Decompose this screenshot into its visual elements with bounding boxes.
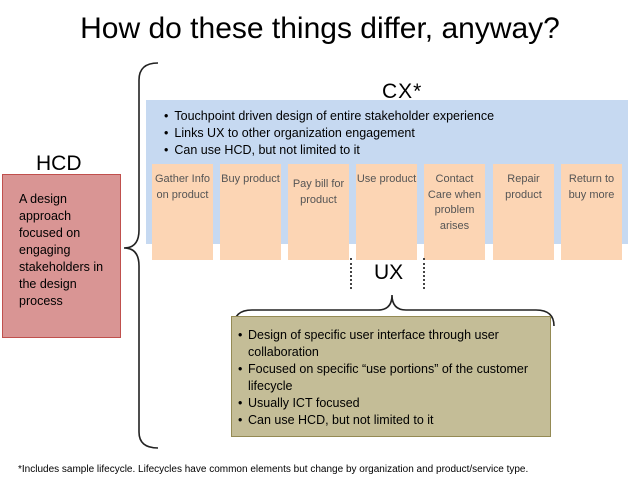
cx-bullet: Links UX to other organization engagemen… [164,125,494,142]
lifecycle-step-pay-bill: Pay bill for product [288,164,349,260]
ux-bullet: Focused on specific “use portions” of th… [238,361,548,395]
lifecycle-step-contact-care: Contact Care when problem arises [424,164,485,260]
ux-label: UX [374,261,404,284]
footnote: *Includes sample lifecycle. Lifecycles h… [18,464,529,475]
lifecycle-step-use: Use product [356,164,417,260]
ux-divider-left [350,258,352,289]
ux-divider-right [423,258,425,289]
lifecycle-step-gather-info: Gather Info on product [152,164,213,260]
cx-label: CX* [382,80,423,103]
cx-bullet: Touchpoint driven design of entire stake… [164,108,494,125]
cx-bullet-list: Touchpoint driven design of entire stake… [164,108,494,159]
hcd-box: A design approach focused on engaging st… [2,174,121,338]
ux-bullet: Usually ICT focused [238,395,548,412]
ux-bullet-list: Design of specific user interface throug… [238,327,548,429]
slide-title: How do these things differ, anyway? [80,12,560,45]
lifecycle-step-return: Return to buy more [561,164,622,260]
hcd-description: A design approach focused on engaging st… [19,192,104,308]
ux-curly-brace [233,294,555,327]
ux-bullet: Design of specific user interface throug… [238,327,548,361]
hcd-label: HCD [36,152,82,175]
left-curly-bracket [123,62,159,449]
ux-box: Design of specific user interface throug… [231,316,551,437]
lifecycle-step-repair: Repair product [493,164,554,260]
lifecycle-step-buy: Buy product [220,164,281,260]
cx-bullet: Can use HCD, but not limited to it [164,142,494,159]
ux-bullet: Can use HCD, but not limited to it [238,412,548,429]
